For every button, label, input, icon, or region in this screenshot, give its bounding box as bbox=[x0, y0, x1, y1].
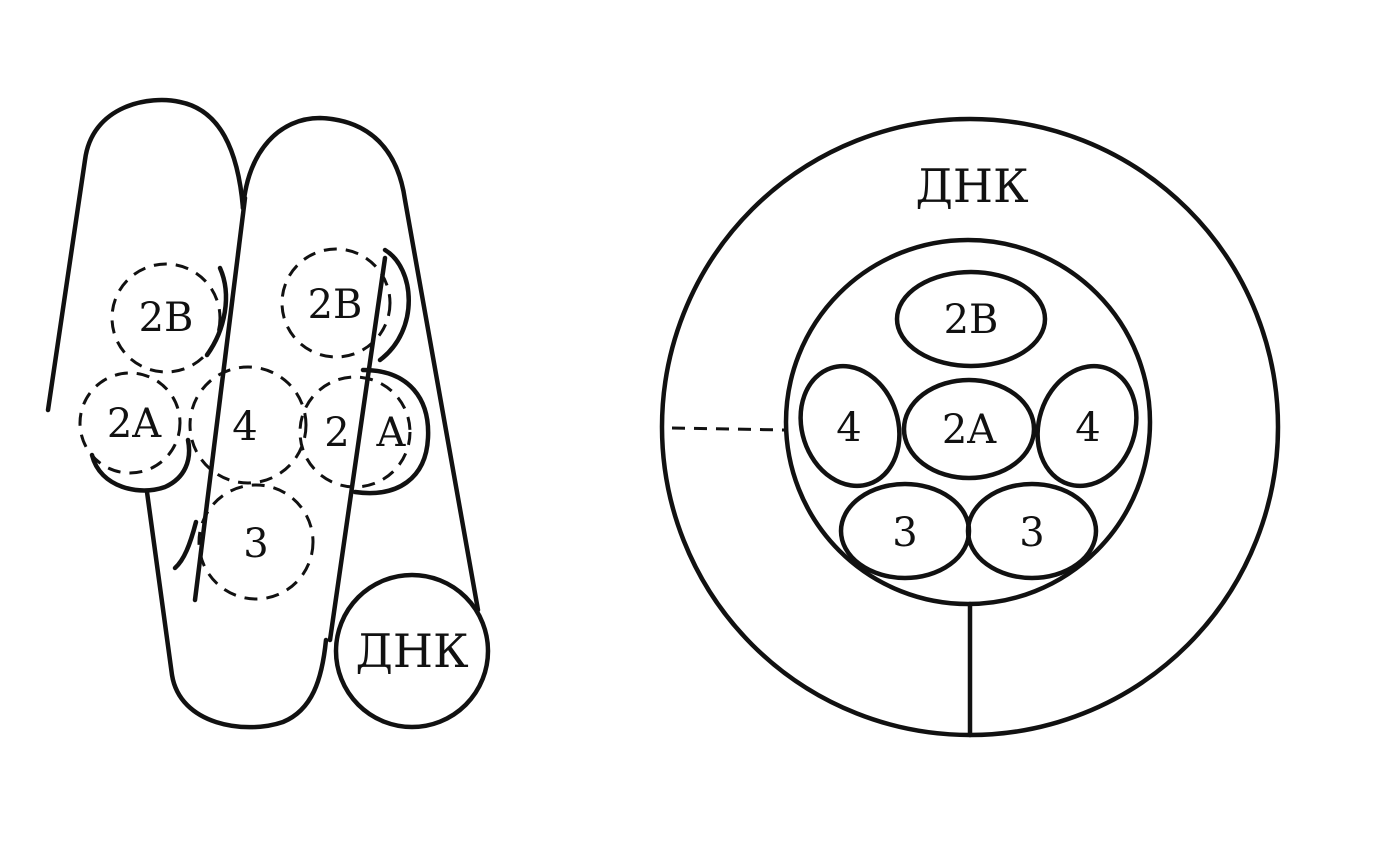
histone-2b-front bbox=[280, 247, 392, 359]
label-3-left-top: 3 bbox=[892, 510, 917, 556]
label-3: 3 bbox=[243, 521, 268, 567]
histone-3-right-top bbox=[965, 481, 1099, 581]
label-2b-front: 2B bbox=[308, 282, 363, 328]
dna-circle-side bbox=[333, 572, 491, 730]
histone-2b-top bbox=[894, 269, 1048, 369]
label-4-left-top: 4 bbox=[836, 405, 861, 451]
label-3-right-top: 3 bbox=[1019, 510, 1044, 556]
middle-capsule bbox=[240, 115, 481, 613]
back-capsule bbox=[45, 97, 246, 413]
arc-2a-back bbox=[89, 437, 192, 493]
histone-4-left-top bbox=[798, 363, 902, 489]
front-edge bbox=[327, 255, 388, 643]
label-2a-front-left: 2 bbox=[324, 410, 349, 456]
label-dna-side: ДНК bbox=[355, 624, 469, 678]
histone-2a-front-outline bbox=[352, 367, 431, 496]
label-2a-front-right: A bbox=[376, 410, 407, 456]
label-dna-top: ДНК bbox=[915, 159, 1029, 213]
top-view: ДНК 2B 4 2A 4 3 3 bbox=[659, 116, 1281, 738]
histone-3 bbox=[197, 483, 315, 601]
label-2b-top: 2B bbox=[944, 297, 999, 343]
label-2b-back: 2B bbox=[139, 295, 194, 341]
side-view: 2B 2A 4 2B 2 A 3 ДНК bbox=[45, 97, 491, 730]
label-4: 4 bbox=[232, 404, 257, 450]
histone-2b-back bbox=[110, 262, 222, 374]
histone-2a-top bbox=[901, 377, 1037, 481]
label-2a-top: 2A bbox=[942, 407, 997, 453]
arc-2b-front bbox=[377, 247, 411, 363]
histone-2a-front bbox=[298, 375, 412, 489]
middle-capsule-inner-edge bbox=[192, 195, 248, 603]
dna-entry-dashed-line bbox=[671, 426, 786, 432]
arc-3-left bbox=[172, 519, 199, 571]
histone-4 bbox=[188, 365, 308, 485]
histone-2a-back bbox=[78, 371, 182, 475]
label-2a-back: 2A bbox=[107, 401, 162, 447]
lower-left-body bbox=[144, 489, 329, 730]
arc-2b-back bbox=[204, 265, 229, 358]
histone-4-right-top bbox=[1035, 363, 1139, 489]
label-4-right-top: 4 bbox=[1075, 405, 1100, 451]
